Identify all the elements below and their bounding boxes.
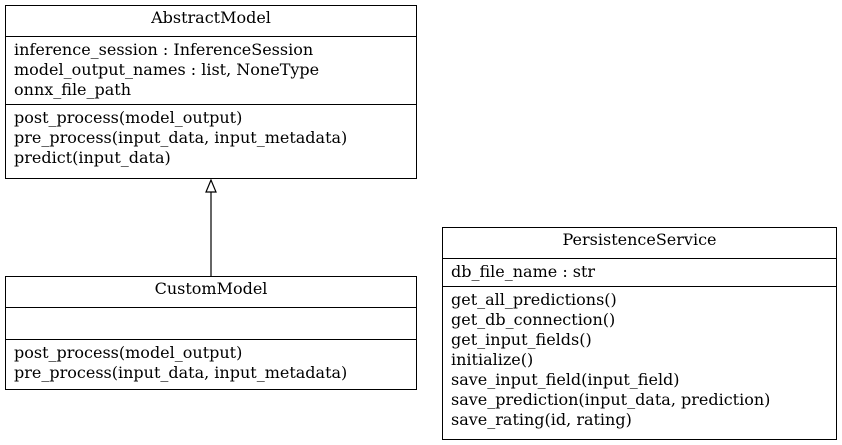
method-item: post_process(model_output) bbox=[14, 108, 243, 127]
methods-section: get_all_predictions() get_db_connection(… bbox=[443, 286, 836, 434]
method-item: save_input_field(input_field) bbox=[451, 370, 680, 389]
method-item: pre_process(input_data, input_metadata) bbox=[14, 128, 348, 147]
class-name: PersistenceService bbox=[443, 228, 836, 259]
attribute-item: db_file_name : str bbox=[451, 262, 596, 281]
attribute-item: inference_session : InferenceSession bbox=[14, 40, 314, 59]
method-item: initialize() bbox=[451, 350, 534, 369]
attributes-section bbox=[6, 308, 416, 339]
method-item: predict(input_data) bbox=[14, 148, 171, 167]
method-item: save_rating(id, rating) bbox=[451, 410, 632, 429]
method-item: save_prediction(input_data, prediction) bbox=[451, 390, 771, 409]
inheritance-arrowhead bbox=[205, 178, 217, 193]
class-name: CustomModel bbox=[6, 277, 416, 308]
method-item: pre_process(input_data, input_metadata) bbox=[14, 363, 348, 382]
method-item: get_db_connection() bbox=[451, 310, 616, 329]
methods-section: post_process(model_output) pre_process(i… bbox=[6, 339, 416, 387]
class-name: AbstractModel bbox=[6, 6, 416, 37]
method-item: get_all_predictions() bbox=[451, 290, 617, 309]
attribute-item: onnx_file_path bbox=[14, 80, 132, 99]
class-persistence-service: PersistenceService db_file_name : str ge… bbox=[442, 227, 837, 440]
method-item: get_input_fields() bbox=[451, 330, 592, 349]
attributes-section: inference_session : InferenceSession mod… bbox=[6, 37, 416, 104]
attributes-section: db_file_name : str bbox=[443, 259, 836, 286]
class-custom-model: CustomModel post_process(model_output) p… bbox=[5, 276, 417, 390]
attribute-item: model_output_names : list, NoneType bbox=[14, 60, 320, 79]
class-abstract-model: AbstractModel inference_session : Infere… bbox=[5, 5, 417, 179]
methods-section: post_process(model_output) pre_process(i… bbox=[6, 104, 416, 172]
method-item: post_process(model_output) bbox=[14, 343, 243, 362]
